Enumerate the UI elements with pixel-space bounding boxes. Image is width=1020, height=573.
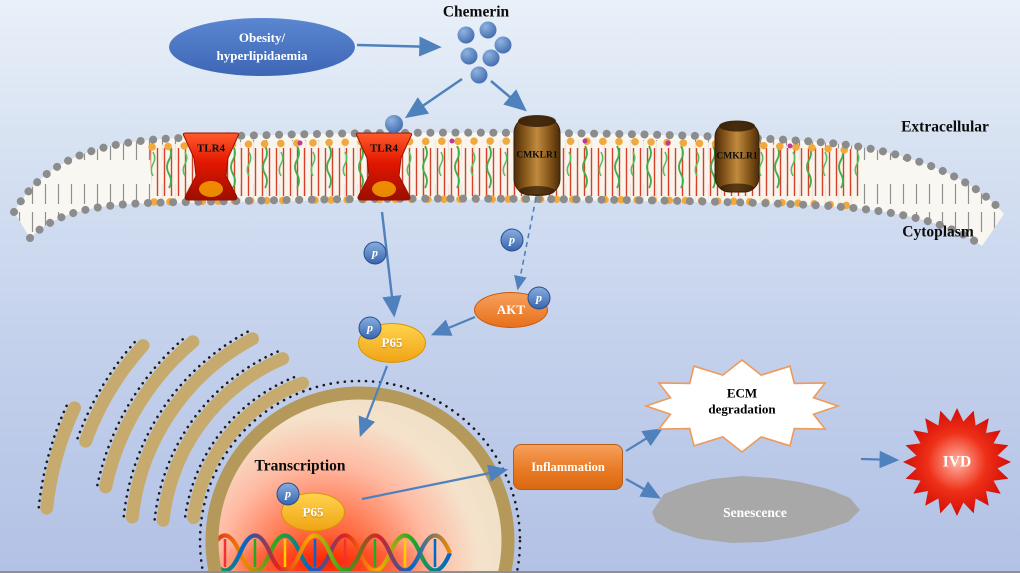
cytoplasm-label: Cytoplasm [902,223,974,241]
dna-helix [208,533,452,573]
arrow-tlr4-to-p65 [380,211,402,318]
obesity-line2: hyperlipidaemia [216,48,308,63]
magenta-heads [297,138,793,149]
receptors [182,115,760,201]
outcome-shapes [643,358,1011,543]
obesity-node: Obesity/ hyperlipidaemia [169,18,355,76]
cmklr1-right-base [720,183,754,193]
phospho-badge-p65-nucleus: p [276,482,300,506]
arrow-chemerin-to-tlr4 [404,77,463,119]
glyco-band-glycans [150,139,862,205]
obesity-line1: Obesity/ [238,30,286,46]
tlr4-right-glow [372,181,396,197]
chemerin-molecule [470,66,488,84]
ecm-degradation-burst [643,358,841,454]
arrow-inflammation-to-senescence [625,478,661,499]
ecm-degradation-label: ECM degradation [708,385,775,416]
ivd-burst [903,408,1011,516]
nucleus-group [198,379,522,573]
ecm-line1: ECM [726,385,758,401]
arrows [356,36,900,501]
arrow-inflammation-to-ecm [625,428,663,452]
chemerin-molecules [457,21,512,84]
arrow-nucleus-to-inflammation [361,464,509,501]
chemerin-ligand-on-tlr4 [385,115,403,133]
dashed-cmklr1-to-akt [514,197,537,291]
nucleus-body [212,393,508,573]
phospho-badge-p65: p [358,316,382,340]
ivd-label: IVD [942,453,972,471]
chemerin-molecule [460,47,478,65]
arrow-p65-to-nucleus [358,365,389,438]
chemerin-label: Chemerin [442,3,510,21]
cmklr1-left-label: CMKLR1 [516,150,558,161]
nuclear-envelope-ribosomes [198,379,522,573]
tlr4-receptor-left [182,132,240,201]
bottom-border [0,571,1020,573]
senescence-cloud [652,476,860,543]
cmklr1-left-pore [518,115,556,127]
arrow-to-ivd [860,450,900,469]
phospho-badge-cmklr1: p [500,228,524,252]
dna-strand-b [208,533,452,573]
nuclear-envelope [205,386,515,573]
cmklr1-right-pore [719,120,755,132]
endoplasmic-reticulum [37,330,309,527]
transcription-label: Transcription [254,457,346,475]
arrow-obesity-to-chemerin [356,36,442,57]
chemerin-molecule [494,36,512,54]
chemerin-molecule [457,26,475,44]
arrow-chemerin-to-cmklr1 [490,80,527,112]
ecm-line2: degradation [708,401,776,416]
cmklr1-right-label: CMKLR1 [716,151,758,162]
chemerin-molecule [479,21,497,39]
chemerin-molecule [482,49,500,67]
arrow-akt-to-p65 [430,315,476,336]
senescence-label: Senescence [723,504,787,520]
tlr4-receptor-right [355,132,413,201]
tlr4-left-label: TLR4 [196,142,226,155]
tlr4-left-glow [199,181,223,197]
extracellular-label: Extracellular [901,118,989,136]
phospho-badge-tlr4: p [363,241,387,265]
inflammation-node: Inflammation [513,444,623,490]
tlr4-right-label: TLR4 [369,142,399,155]
lipid-head-row-bottom [26,194,986,250]
cmklr1-left-base [519,186,555,196]
phospho-badge-akt: p [527,286,551,310]
